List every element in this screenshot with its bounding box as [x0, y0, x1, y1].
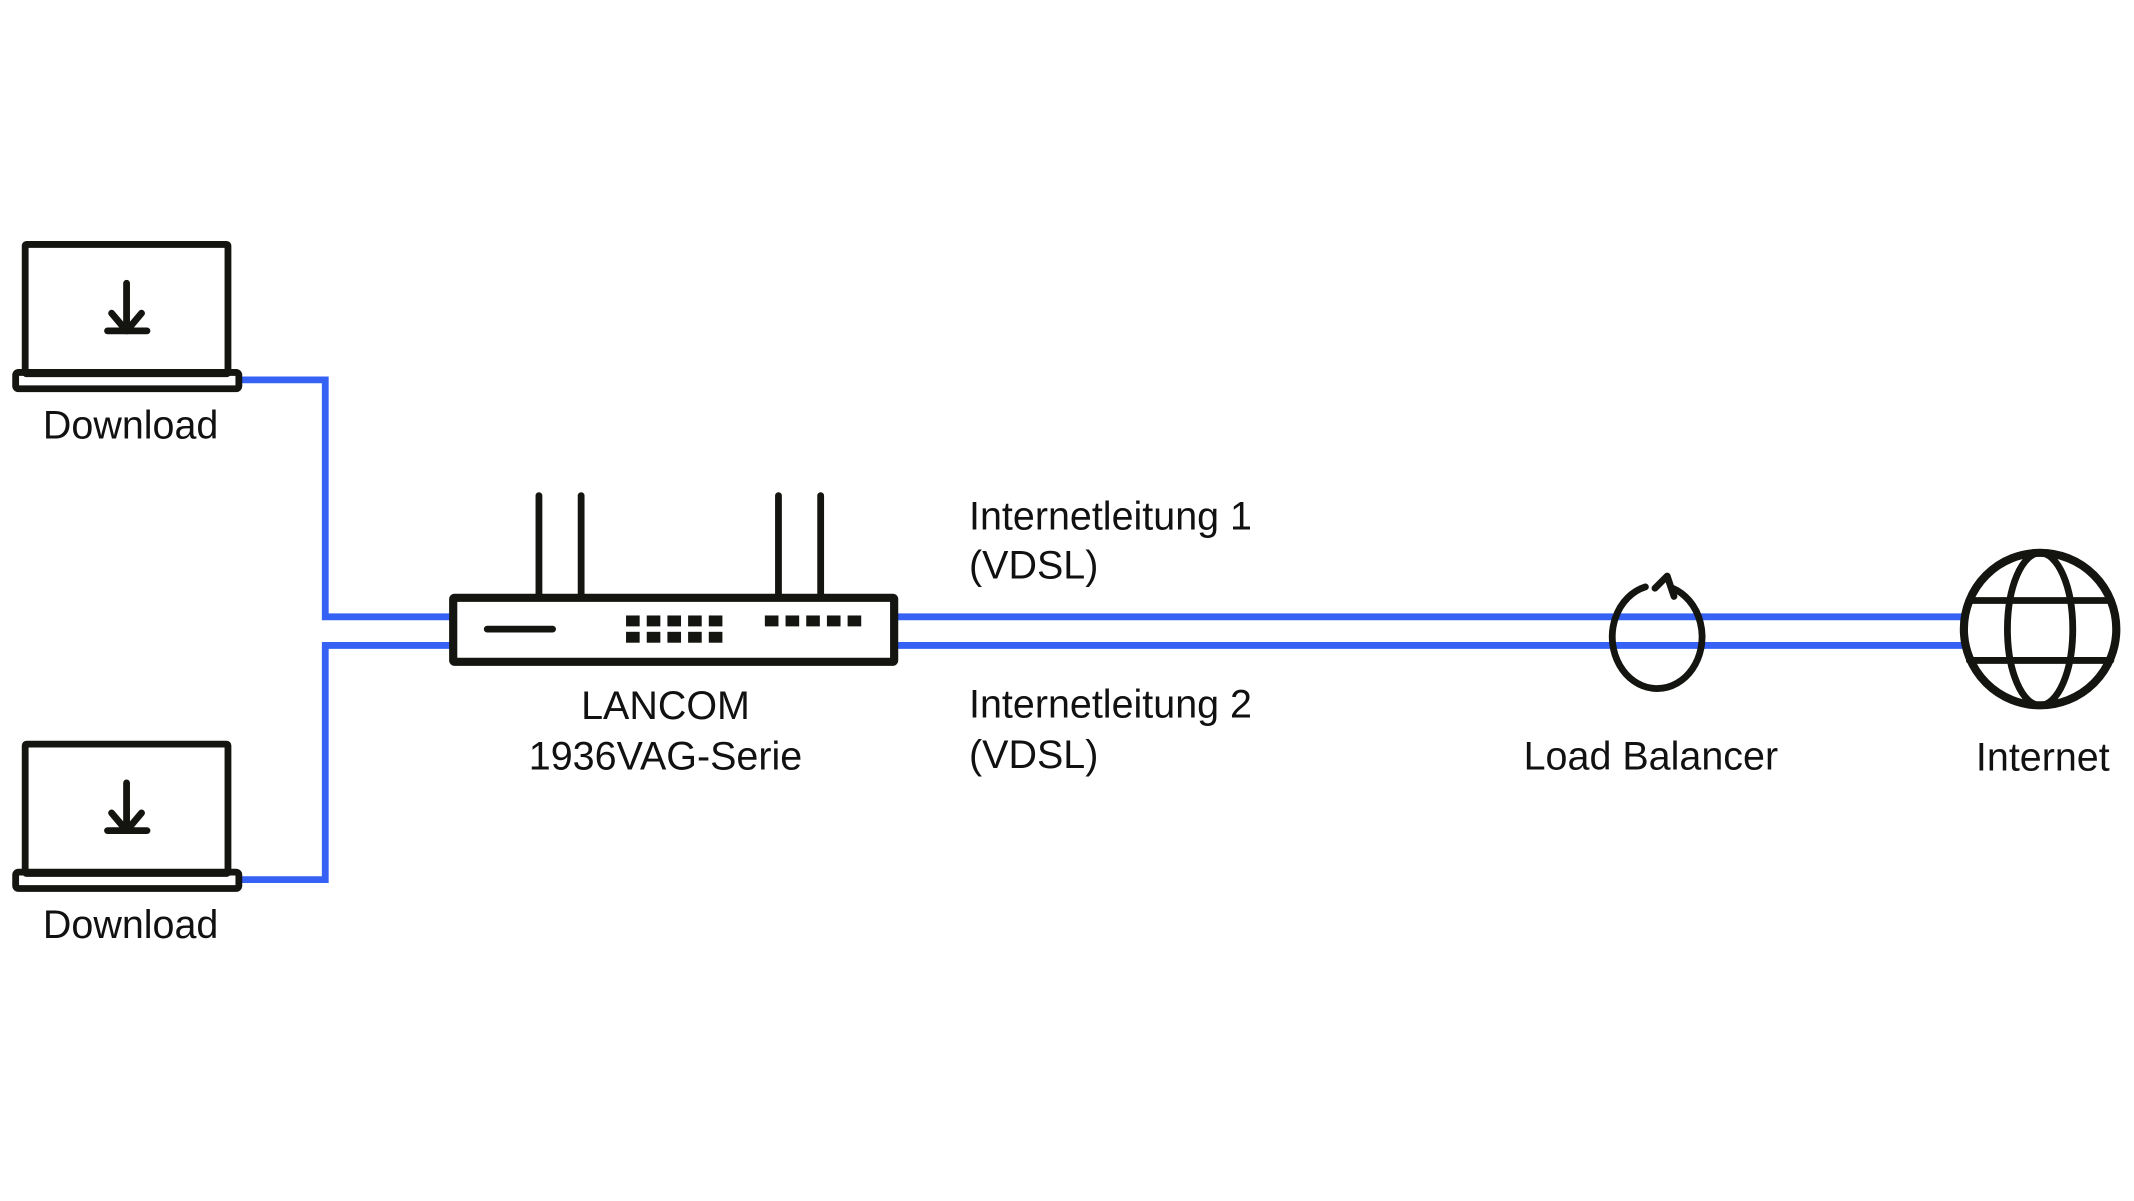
- router-port: [847, 615, 862, 627]
- link2-label-line2: (VDSL): [969, 733, 1098, 777]
- link1-label-line1: Internetleitung 1: [969, 495, 1252, 539]
- router-label-line2: 1936VAG-Serie: [529, 734, 802, 778]
- internet-label: Internet: [1976, 736, 2110, 780]
- connections: [239, 376, 1966, 884]
- router-port: [646, 631, 661, 643]
- connection-client-bottom-router: [239, 642, 454, 884]
- client-top-label: Download: [43, 403, 218, 447]
- router-port: [764, 615, 779, 627]
- laptop-download-icon: [12, 740, 243, 892]
- router-port: [806, 615, 820, 627]
- router-ports: [626, 615, 862, 643]
- load-balancer-label: Load Balancer: [1524, 734, 1778, 778]
- router-port: [708, 631, 723, 643]
- router-label-line1: LANCOM: [581, 684, 750, 728]
- router-port: [785, 615, 800, 627]
- laptop-download-icon: [12, 241, 243, 393]
- router-port: [688, 631, 702, 643]
- router-port: [688, 615, 702, 627]
- router-port: [626, 615, 640, 627]
- router-port: [626, 631, 640, 643]
- refresh-cycle-icon: [1608, 572, 1706, 692]
- client-bottom-label: Download: [43, 903, 218, 947]
- router-port: [826, 615, 841, 627]
- router-port: [667, 615, 682, 627]
- link2-label-line1: Internetleitung 2: [969, 683, 1252, 727]
- link1-label-line2: (VDSL): [969, 544, 1098, 588]
- router-port: [667, 631, 682, 643]
- router-icon: [449, 492, 899, 666]
- globe-icon: [1959, 548, 2121, 710]
- connection-client-top-router: [239, 376, 454, 621]
- router-port: [646, 615, 661, 627]
- router-port: [708, 615, 723, 627]
